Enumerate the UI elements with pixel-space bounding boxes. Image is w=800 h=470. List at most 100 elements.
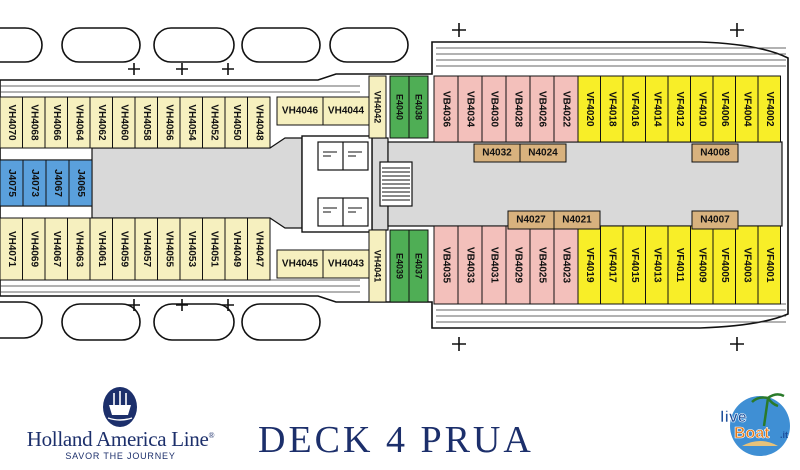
cabin-label: VF4012 xyxy=(674,91,685,126)
cabin-vf4005[interactable]: VF4005 xyxy=(712,225,736,305)
cabin-j4075[interactable]: J4075 xyxy=(0,159,24,207)
cabin-vb4022[interactable]: VB4022 xyxy=(553,75,579,143)
cabin-vf4020[interactable]: VF4020 xyxy=(577,75,601,143)
cabin-label: VH4047 xyxy=(253,231,264,268)
cabin-vh4046[interactable]: VH4046 xyxy=(276,96,324,126)
cabin-vh4045[interactable]: VH4045 xyxy=(276,249,324,279)
cabin-vh4057[interactable]: VH4057 xyxy=(134,217,158,281)
cabin-e4039[interactable]: E4039 xyxy=(389,229,410,303)
cabin-e4040[interactable]: E4040 xyxy=(389,75,410,139)
cabin-vf4003[interactable]: VF4003 xyxy=(735,225,759,305)
cabin-label: N4007 xyxy=(700,215,730,226)
cabin-vb4030[interactable]: VB4030 xyxy=(481,75,507,143)
cabin-vh4050[interactable]: VH4050 xyxy=(224,96,248,149)
deck-title: DECK 4 PRUA xyxy=(258,419,534,461)
cabin-n4032[interactable]: N4032 xyxy=(473,143,521,163)
cabin-vh4049[interactable]: VH4049 xyxy=(224,217,248,281)
cabin-vh4052[interactable]: VH4052 xyxy=(202,96,226,149)
cabin-label: VH4056 xyxy=(163,104,174,141)
cabin-label: VH4066 xyxy=(51,104,62,141)
cabin-label: VF4018 xyxy=(606,91,617,126)
cabin-vb4028[interactable]: VB4028 xyxy=(505,75,531,143)
cabin-n4027[interactable]: N4027 xyxy=(507,210,555,230)
cabin-vb4033[interactable]: VB4033 xyxy=(457,225,483,305)
cabin-vh4047[interactable]: VH4047 xyxy=(247,217,271,281)
cabin-vh4054[interactable]: VH4054 xyxy=(179,96,203,149)
cabin-e4037[interactable]: E4037 xyxy=(408,229,429,303)
cabin-vh4051[interactable]: VH4051 xyxy=(202,217,226,281)
globe-icon xyxy=(730,396,790,456)
cabin-n4021[interactable]: N4021 xyxy=(553,210,601,230)
cabin-e4038[interactable]: E4038 xyxy=(408,75,429,139)
cabin-n4007[interactable]: N4007 xyxy=(691,210,739,230)
cabin-vh4059[interactable]: VH4059 xyxy=(112,217,136,281)
elevator-core xyxy=(301,135,413,233)
cabin-vb4034[interactable]: VB4034 xyxy=(457,75,483,143)
cabin-vh4042[interactable]: VH4042 xyxy=(368,75,387,139)
cabin-label: VH4064 xyxy=(73,104,84,141)
cabin-vb4035[interactable]: VB4035 xyxy=(433,225,459,305)
cabin-vf4002[interactable]: VF4002 xyxy=(757,75,781,143)
cabin-vh4068[interactable]: VH4068 xyxy=(22,96,46,149)
cabin-vh4069[interactable]: VH4069 xyxy=(22,217,46,281)
cabin-j4073[interactable]: J4073 xyxy=(22,159,47,207)
cabin-vf4019[interactable]: VF4019 xyxy=(577,225,601,305)
cabin-label: VH4070 xyxy=(6,104,17,141)
cabin-label: VH4062 xyxy=(96,104,107,141)
cabin-vh4064[interactable]: VH4064 xyxy=(67,96,91,149)
cabin-vb4026[interactable]: VB4026 xyxy=(529,75,555,143)
cabin-vf4012[interactable]: VF4012 xyxy=(667,75,691,143)
cabin-vh4053[interactable]: VH4053 xyxy=(179,217,203,281)
cabin-vh4063[interactable]: VH4063 xyxy=(67,217,91,281)
cabin-vh4043[interactable]: VH4043 xyxy=(322,249,370,279)
cabin-n4008[interactable]: N4008 xyxy=(691,143,739,163)
cabin-vf4004[interactable]: VF4004 xyxy=(735,75,759,143)
cabin-vf4013[interactable]: VF4013 xyxy=(645,225,669,305)
cabin-vf4001[interactable]: VF4001 xyxy=(757,225,781,305)
cabin-label: VB4036 xyxy=(441,91,452,128)
cabin-vf4017[interactable]: VF4017 xyxy=(600,225,624,305)
cabin-vh4060[interactable]: VH4060 xyxy=(112,96,136,149)
cabin-vb4029[interactable]: VB4029 xyxy=(505,225,531,305)
cabin-vh4062[interactable]: VH4062 xyxy=(89,96,113,149)
cabin-label: VF4013 xyxy=(651,247,662,282)
cabin-label: VB4035 xyxy=(441,247,452,284)
cabin-vh4071[interactable]: VH4071 xyxy=(0,217,23,281)
cabin-label: VH4046 xyxy=(282,106,319,117)
cabin-vh4056[interactable]: VH4056 xyxy=(157,96,181,149)
cabin-j4065[interactable]: J4065 xyxy=(68,159,93,207)
cabin-label: N4027 xyxy=(516,215,546,226)
cabin-vf4014[interactable]: VF4014 xyxy=(645,75,669,143)
cabin-vh4048[interactable]: VH4048 xyxy=(247,96,271,149)
cabin-vh4070[interactable]: VH4070 xyxy=(0,96,23,149)
cabin-vb4036[interactable]: VB4036 xyxy=(433,75,459,143)
cabin-vf4009[interactable]: VF4009 xyxy=(690,225,714,305)
cabin-label: VH4048 xyxy=(253,104,264,141)
cabin-n4024[interactable]: N4024 xyxy=(519,143,567,163)
cabin-vh4041[interactable]: VH4041 xyxy=(368,229,387,303)
cabin-label: VH4045 xyxy=(282,259,319,270)
cabin-vh4058[interactable]: VH4058 xyxy=(134,96,158,149)
cabin-vf4006[interactable]: VF4006 xyxy=(712,75,736,143)
cabin-vh4055[interactable]: VH4055 xyxy=(157,217,181,281)
cabin-label: N4021 xyxy=(562,215,592,226)
cabin-vf4018[interactable]: VF4018 xyxy=(600,75,624,143)
cabin-vb4025[interactable]: VB4025 xyxy=(529,225,555,305)
cabin-vh4066[interactable]: VH4066 xyxy=(44,96,68,149)
cabin-vb4023[interactable]: VB4023 xyxy=(553,225,579,305)
cabin-label: VF4020 xyxy=(584,91,595,126)
cabin-vh4044[interactable]: VH4044 xyxy=(322,96,370,126)
cabin-j4067[interactable]: J4067 xyxy=(45,159,70,207)
cabin-vh4061[interactable]: VH4061 xyxy=(89,217,113,281)
cabin-vf4016[interactable]: VF4016 xyxy=(622,75,646,143)
cabin-vf4011[interactable]: VF4011 xyxy=(667,225,691,305)
cabin-vf4010[interactable]: VF4010 xyxy=(690,75,714,143)
watermark-suffix: .it xyxy=(780,430,788,440)
cabin-vh4067[interactable]: VH4067 xyxy=(44,217,68,281)
cabin-label: VB4030 xyxy=(489,91,500,128)
cabin-vb4031[interactable]: VB4031 xyxy=(481,225,507,305)
cabin-vf4015[interactable]: VF4015 xyxy=(622,225,646,305)
cabin-label: VF4001 xyxy=(764,247,775,282)
cabin-label: VB4029 xyxy=(513,247,524,284)
